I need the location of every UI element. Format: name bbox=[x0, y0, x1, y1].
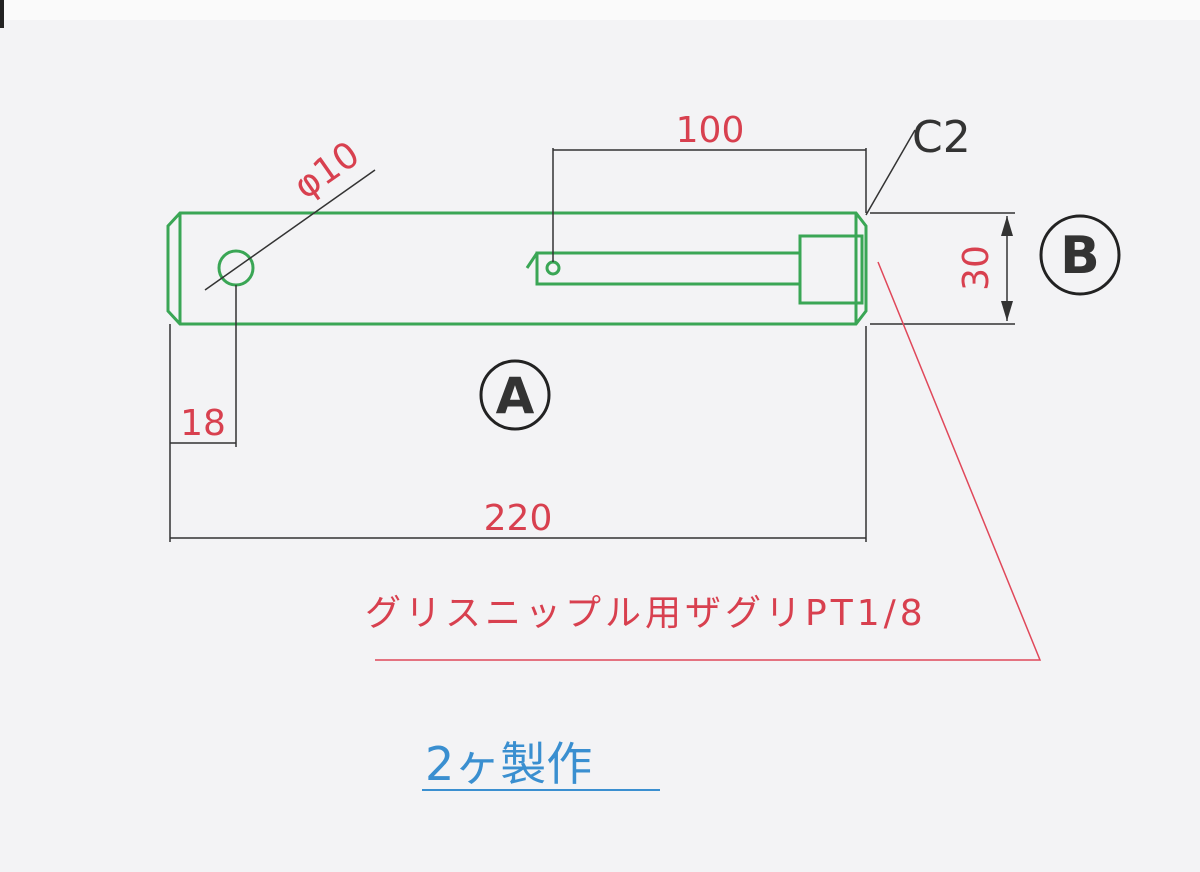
svg-text:φ10: φ10 bbox=[287, 134, 367, 207]
svg-text:30: 30 bbox=[956, 245, 997, 291]
grease-passage bbox=[525, 234, 864, 305]
svg-text:A: A bbox=[496, 367, 535, 425]
hole-position-dimension: 18 bbox=[169, 285, 237, 542]
quantity-note: 2ヶ製作 bbox=[422, 737, 660, 791]
svg-text:220: 220 bbox=[484, 498, 553, 539]
view-a-marker: A bbox=[479, 359, 551, 431]
chamfer-callout: C2 bbox=[865, 112, 971, 216]
slot-length-dimension: 100 bbox=[552, 110, 867, 262]
paper-top-edge bbox=[0, 0, 1200, 20]
grease-nipple-note: グリスニップル用ザグリPT1/8 bbox=[365, 261, 1042, 661]
svg-text:2ヶ製作: 2ヶ製作 bbox=[425, 737, 592, 791]
pin-body bbox=[166, 211, 868, 326]
svg-text:グリスニップル用ザグリPT1/8: グリスニップル用ザグリPT1/8 bbox=[365, 593, 927, 634]
view-b-marker: B bbox=[1039, 214, 1121, 296]
scan-mark bbox=[0, 0, 4, 28]
diameter-dimension: 30 bbox=[870, 212, 1015, 325]
svg-text:100: 100 bbox=[676, 110, 745, 151]
svg-text:18: 18 bbox=[180, 403, 226, 444]
overall-length-dimension: 220 bbox=[170, 326, 867, 542]
svg-text:B: B bbox=[1060, 226, 1100, 286]
svg-text:C2: C2 bbox=[912, 112, 971, 163]
